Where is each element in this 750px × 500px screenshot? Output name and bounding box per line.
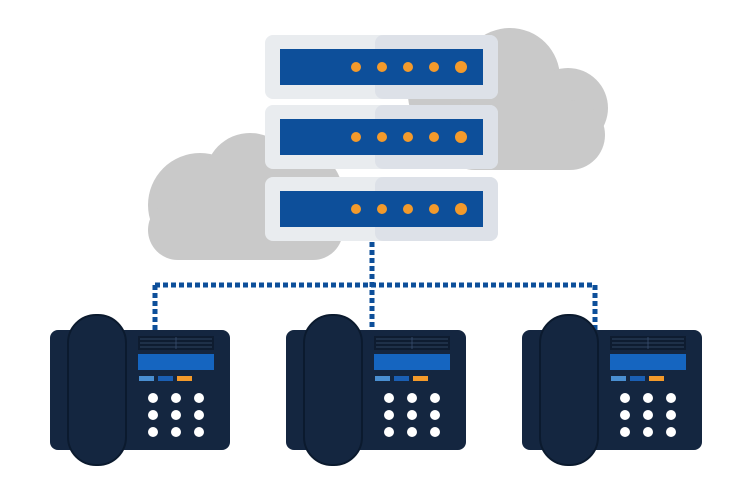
phone-handset [303,314,363,466]
phone-keypad [384,393,440,437]
keypad-key [148,427,158,437]
keypad-key [407,410,417,420]
keypad-key [407,427,417,437]
led-indicator [429,132,439,142]
connection-lines [152,242,598,333]
led-indicator [429,204,439,214]
phone-speaker-grille [138,336,214,350]
keypad-key [620,393,630,403]
keypad-key [666,393,676,403]
keypad-key [171,410,181,420]
led-indicator [403,62,413,72]
phone-function-button [611,376,626,381]
keypad-key [620,427,630,437]
phone-display [374,354,450,370]
keypad-key [194,393,204,403]
server-unit-1 [265,35,498,99]
led-indicator [455,61,467,73]
server-unit-2 [265,105,498,169]
server-rack-icon [265,35,498,241]
phone-function-button [139,376,154,381]
desk-phone-icon-1 [50,314,230,466]
keypad-key [194,410,204,420]
led-indicator [455,131,467,143]
phone-function-button [413,376,428,381]
phone-handset [67,314,127,466]
phone-handset [539,314,599,466]
keypad-key [171,393,181,403]
server-unit-3 [265,177,498,241]
led-indicator [455,203,467,215]
keypad-key [430,427,440,437]
keypad-key [430,410,440,420]
led-indicator [351,204,361,214]
keypad-key [620,410,630,420]
phone-display [610,354,686,370]
phone-function-button [394,376,409,381]
led-indicator [377,62,387,72]
led-indicator [351,62,361,72]
led-indicator [429,62,439,72]
led-indicator [351,132,361,142]
phone-function-button [375,376,390,381]
keypad-key [194,427,204,437]
phone-speaker-grille [610,336,686,350]
keypad-key [643,410,653,420]
keypad-key [643,393,653,403]
keypad-key [384,427,394,437]
phone-display [138,354,214,370]
led-indicator [377,204,387,214]
keypad-key [643,427,653,437]
phone-function-button [649,376,664,381]
keypad-key [384,393,394,403]
led-indicator [403,132,413,142]
phone-function-button [158,376,173,381]
keypad-key [148,393,158,403]
phone-keypad [620,393,676,437]
phone-function-button [630,376,645,381]
keypad-key [666,427,676,437]
desk-phone-icon-2 [286,314,466,466]
phone-function-button [177,376,192,381]
led-indicator [403,204,413,214]
keypad-key [148,410,158,420]
phone-keypad [148,393,204,437]
led-indicator [377,132,387,142]
keypad-key [384,410,394,420]
keypad-key [171,427,181,437]
keypad-key [407,393,417,403]
phone-group [50,314,702,466]
phone-speaker-grille [374,336,450,350]
keypad-key [666,410,676,420]
desk-phone-icon-3 [522,314,702,466]
keypad-key [430,393,440,403]
